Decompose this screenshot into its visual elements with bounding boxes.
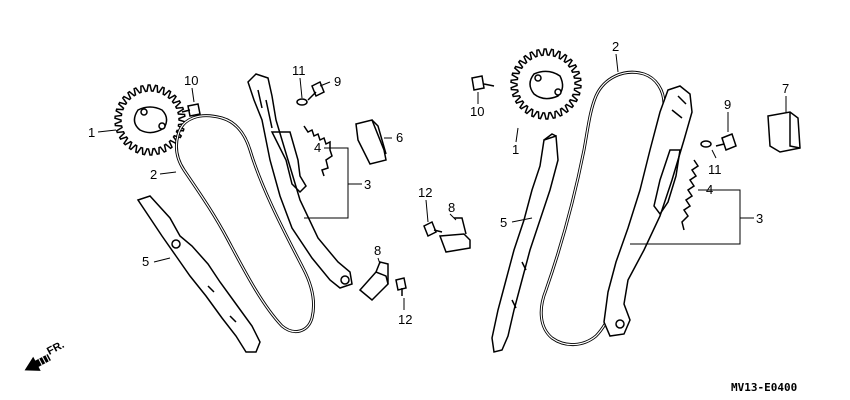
callout-right-chain: 2 — [612, 39, 619, 54]
left-tensioner-arm — [247, 73, 353, 289]
callout-left-guide-block: 6 — [396, 130, 403, 145]
callout-right-sprocket: 1 — [512, 142, 519, 157]
right-guide-block — [767, 111, 801, 153]
callout-left-spring: 4 — [314, 140, 321, 155]
mid-bolt-12b — [395, 277, 407, 296]
right-washer-9 — [715, 133, 737, 151]
left-bolt-10 — [181, 103, 201, 117]
callout-left-bolt-11: 11 — [292, 63, 306, 78]
callout-left-assembly: 3 — [364, 177, 371, 192]
mid-plate-8a — [438, 217, 471, 253]
direction-label: FR. — [45, 339, 66, 358]
callout-right-guide-block: 7 — [782, 81, 789, 96]
callout-numbers: 1 2 10 11 9 6 4 3 5 12 8 8 12 10 1 2 7 9… — [88, 39, 789, 327]
callout-right-bolt-10: 10 — [470, 104, 484, 119]
leader-lines — [97, 53, 787, 310]
callout-right-bolt-11: 11 — [708, 162, 722, 177]
callout-left-guide: 5 — [142, 254, 149, 269]
callout-right-spring: 4 — [706, 182, 713, 197]
callout-mid-bolt-12a: 12 — [418, 185, 432, 200]
callout-right-washer-9: 9 — [724, 97, 731, 112]
mid-bolt-12a — [423, 220, 443, 238]
callout-right-guide: 5 — [500, 215, 507, 230]
left-chain-guide — [136, 195, 261, 353]
callout-right-assembly: 3 — [756, 211, 763, 226]
callout-left-bolt-10: 10 — [184, 73, 198, 88]
callout-left-chain: 2 — [150, 167, 157, 182]
callout-left-washer-9: 9 — [334, 74, 341, 89]
left-guide-block — [355, 119, 387, 165]
right-bolt-10 — [471, 75, 495, 91]
diagram-code: MV13-E0400 — [731, 381, 797, 394]
right-chain-guide — [491, 133, 559, 353]
callout-mid-bolt-12b: 12 — [398, 312, 412, 327]
front-direction-indicator: FR. — [24, 339, 66, 371]
left-bolt-11 — [296, 98, 308, 106]
callout-mid-plate-8b: 8 — [374, 243, 381, 258]
right-bolt-11 — [700, 140, 712, 148]
left-washer-9 — [307, 80, 325, 101]
left-tensioner-spring — [303, 125, 333, 177]
right-cam-chain — [539, 70, 666, 346]
arrow-icon — [24, 354, 51, 371]
callout-left-sprocket: 1 — [88, 125, 95, 140]
right-camshaft-sprocket — [510, 48, 582, 120]
left-cam-chain — [174, 114, 316, 334]
mid-plate-8b — [358, 261, 389, 302]
left-camshaft-sprocket — [114, 84, 186, 156]
right-tensioner-spring — [681, 159, 700, 231]
right-tensioner-arm — [603, 85, 693, 337]
callout-mid-plate-8a: 8 — [448, 200, 455, 215]
